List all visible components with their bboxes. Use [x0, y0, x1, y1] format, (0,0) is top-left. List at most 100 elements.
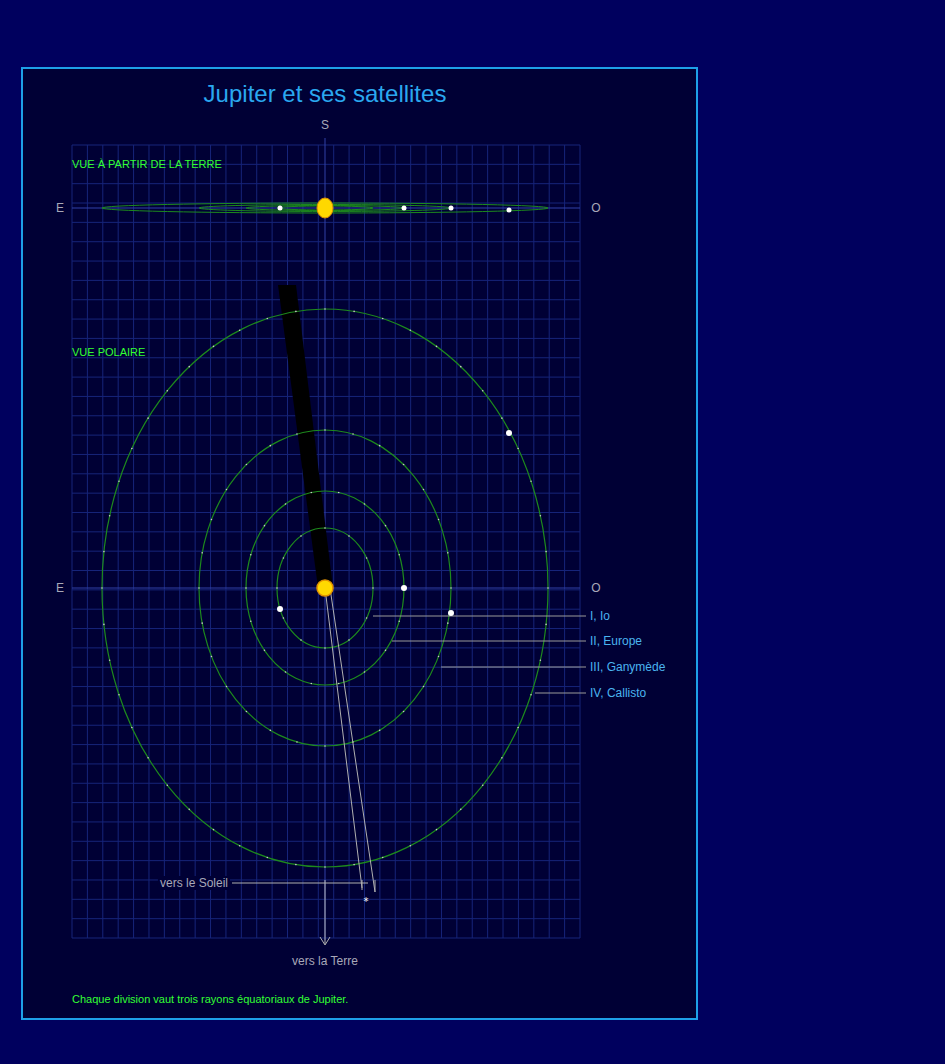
grid-line — [72, 241, 580, 242]
orbit-dot — [264, 525, 266, 527]
orbit-dot — [436, 346, 438, 348]
orbit-dot — [382, 857, 384, 859]
grid-line — [272, 145, 273, 938]
grid-line — [72, 783, 580, 784]
view-heading: VUE À PARTIR DE LA TERRE — [72, 157, 222, 171]
grid-line — [72, 183, 580, 184]
orbit-dot — [295, 311, 297, 313]
orbit-dot — [366, 557, 368, 559]
orbit-dot — [270, 730, 272, 732]
orbit-dot — [188, 366, 190, 368]
panel — [22, 68, 697, 1019]
orbit-dot — [266, 857, 268, 859]
orbit-dot — [245, 587, 247, 589]
orbit-dot — [239, 329, 241, 331]
grid-line — [302, 145, 303, 938]
orbit-dot — [352, 433, 354, 435]
orbit-dot — [147, 757, 149, 759]
orbit-dot — [545, 624, 547, 626]
grid-line — [133, 145, 134, 938]
orbit-dot — [103, 624, 105, 626]
orbit-dot — [364, 503, 366, 505]
orbit-dot — [131, 448, 133, 450]
orbit-dot — [270, 445, 272, 447]
orbit-dot — [338, 683, 340, 685]
orbit-dot — [213, 829, 215, 831]
orbit-dot — [447, 552, 449, 554]
orbit-dot — [118, 694, 120, 696]
orbit-dot — [385, 650, 387, 652]
orbit-dot — [109, 659, 111, 661]
orbit-dot — [283, 617, 285, 619]
orbit-dot — [283, 557, 285, 559]
grid-line — [72, 725, 580, 726]
grid-line — [72, 396, 580, 397]
orbit-dot — [213, 346, 215, 348]
orbit-dot — [530, 694, 532, 696]
axes — [72, 138, 580, 940]
compass-label: E — [56, 581, 64, 595]
orbit-dot — [379, 445, 381, 447]
caption: Chaque division vaut trois rayons équato… — [72, 992, 348, 1006]
grid-line — [580, 145, 581, 938]
orbit-dot — [540, 659, 542, 661]
orbit-dot — [398, 554, 400, 556]
grid-line — [533, 145, 534, 938]
orbit-dot — [348, 639, 350, 641]
grid-line — [72, 145, 73, 938]
orbit-dot — [147, 417, 149, 419]
orbit-dot — [353, 864, 355, 866]
moons-earth-view — [278, 206, 512, 213]
grid-line — [72, 802, 580, 803]
grid-line — [210, 145, 211, 938]
orbit-dot — [285, 671, 287, 673]
orbit-dot — [366, 617, 368, 619]
orbit-dot — [385, 525, 387, 527]
orbit-dot — [239, 845, 241, 847]
grid-line — [72, 938, 580, 939]
grid-line — [195, 145, 196, 938]
orbit-dot — [296, 433, 298, 435]
title: Jupiter et ses satellites — [204, 80, 447, 108]
compass-label: O — [591, 201, 600, 215]
sun-star: * — [364, 896, 369, 907]
grid-line — [287, 145, 288, 938]
grid-line — [256, 145, 257, 938]
orbit-dot — [517, 448, 519, 450]
grid-line — [72, 744, 580, 745]
orbit-dot — [540, 515, 542, 517]
orbit-dot — [118, 480, 120, 482]
grid-line — [472, 145, 473, 938]
orbit-dot — [438, 519, 440, 521]
orbit-dot — [300, 535, 302, 537]
direction-label: vers la Terre — [290, 954, 360, 968]
orbit-dot — [276, 587, 278, 589]
grid-line — [549, 145, 550, 938]
grid-line — [72, 705, 580, 706]
orbit-dot — [246, 711, 248, 713]
grid-line — [379, 145, 380, 938]
orbit-dot — [545, 551, 547, 553]
orbit-dot — [382, 318, 384, 320]
orbit-dot — [460, 366, 462, 368]
jupiter — [317, 580, 333, 596]
leader-lines — [373, 616, 586, 693]
grid-line — [241, 145, 242, 938]
moons-polar — [277, 430, 512, 616]
orbit-dot — [167, 784, 169, 786]
orbit-dot — [482, 390, 484, 392]
orbit-dot — [410, 845, 412, 847]
grid-line — [426, 145, 427, 938]
grid-line — [72, 899, 580, 900]
grid-line — [72, 261, 580, 262]
grid-line — [72, 841, 580, 842]
orbit-dots — [101, 308, 549, 868]
orbit-dot — [324, 866, 326, 868]
orbit-dot — [324, 308, 326, 310]
orbit-dot — [501, 417, 503, 419]
orbit-dot — [310, 683, 312, 685]
orbit-dot — [423, 489, 425, 491]
grid-line — [518, 145, 519, 938]
moon-label: III, Ganymède — [590, 660, 665, 674]
orbit-dot — [226, 686, 228, 688]
